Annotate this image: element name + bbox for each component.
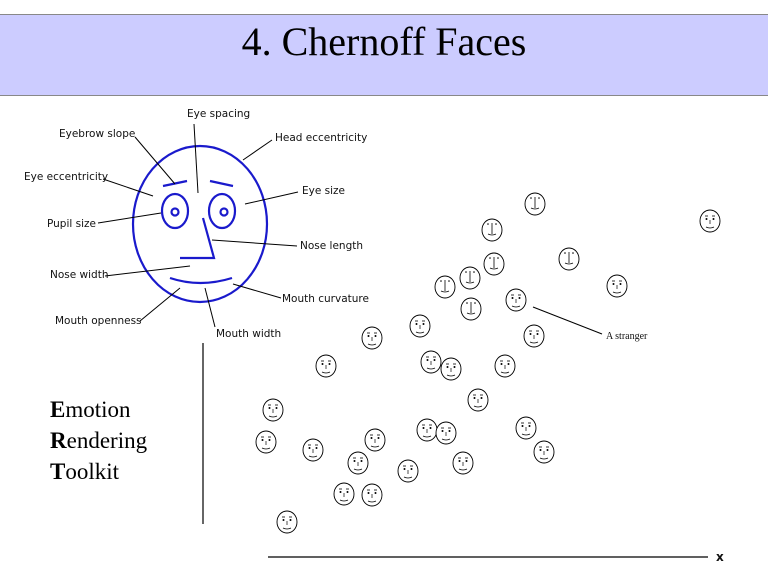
label-mouth-curvature: Mouth curvature [282,293,369,305]
acronym-line: Toolkit [50,459,120,484]
label-mouth-width: Mouth width [216,328,282,340]
small-face [494,354,516,378]
label-nose-width: Nose width [50,269,109,281]
small-face [361,483,383,507]
small-face [302,438,324,462]
title-band [0,14,768,96]
small-face [347,451,369,475]
small-face [505,288,527,312]
right-eye [207,192,237,230]
right-pupil [219,207,229,217]
small-face [523,324,545,348]
small-face [524,192,546,216]
left-pupil [170,207,180,217]
small-face [452,451,474,475]
right-eyebrow [209,179,234,188]
small-face [440,357,462,381]
acronym-block: Emotion Rendering Toolkit [50,394,147,487]
acronym-line: Rendering [50,428,148,453]
stranger-pointer [532,306,603,335]
label-head-eccentricity: Head eccentricity [275,132,368,144]
small-face [467,388,489,412]
label-eye-eccentricity: Eye eccentricity [24,171,109,183]
small-face [483,252,505,276]
label-eyebrow-slope: Eyebrow slope [59,128,136,140]
small-face [361,326,383,350]
small-face [333,482,355,506]
stranger-annotation: A stranger [606,331,648,342]
label-eye-spacing: Eye spacing [187,108,251,120]
small-face [434,275,456,299]
acronym-line: Emotion [50,397,131,422]
small-face [364,428,386,452]
x-axis-label: x [716,550,724,564]
label-mouth-openness: Mouth openness [55,315,142,327]
small-face [459,266,481,290]
small-face [460,297,482,321]
nose [180,217,216,260]
mouth [169,276,233,285]
small-face [515,416,537,440]
label-pupil-size: Pupil size [47,218,96,230]
label-pointers [97,123,299,328]
small-face [435,421,457,445]
small-face [262,398,284,422]
label-nose-length: Nose length [300,240,364,252]
small-face [533,440,555,464]
head-outline [131,144,269,304]
label-eye-size: Eye size [302,185,346,197]
small-face [276,510,298,534]
example-face [131,144,269,304]
small-face [420,350,442,374]
small-face [606,274,628,298]
small-face [699,209,721,233]
small-face [255,430,277,454]
small-face [315,354,337,378]
small-face [481,218,503,242]
small-face [558,247,580,271]
small-face [397,459,419,483]
left-eye [160,192,190,230]
small-face [416,418,438,442]
slide-title: 4. Chernoff Faces [241,19,527,64]
small-face [409,314,431,338]
